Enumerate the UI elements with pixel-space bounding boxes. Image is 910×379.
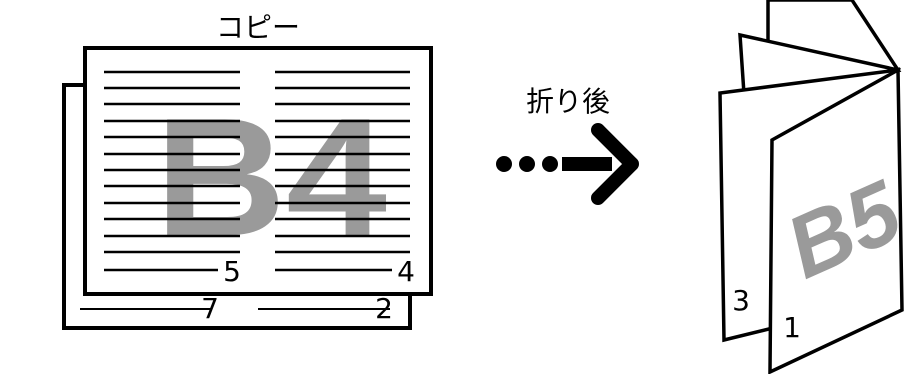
copy-label: コピー [216,11,300,44]
dotted-arrow-icon [496,123,639,205]
back-sheet-right-page-number: 2 [375,292,393,325]
after-fold-label: 折り後 [526,85,610,118]
booklet-inner-page-number: 3 [732,284,750,317]
back-sheet-left-page-number: 7 [201,292,219,325]
source-size-b4: B4 [155,83,387,271]
front-sheet-text-lines [104,70,410,272]
folded-booklet [718,0,904,375]
front-sheet-right-page-number: 4 [397,255,415,288]
front-sheet-left-page-number: 5 [223,255,241,288]
booklet-front-page-number: 1 [783,311,801,344]
